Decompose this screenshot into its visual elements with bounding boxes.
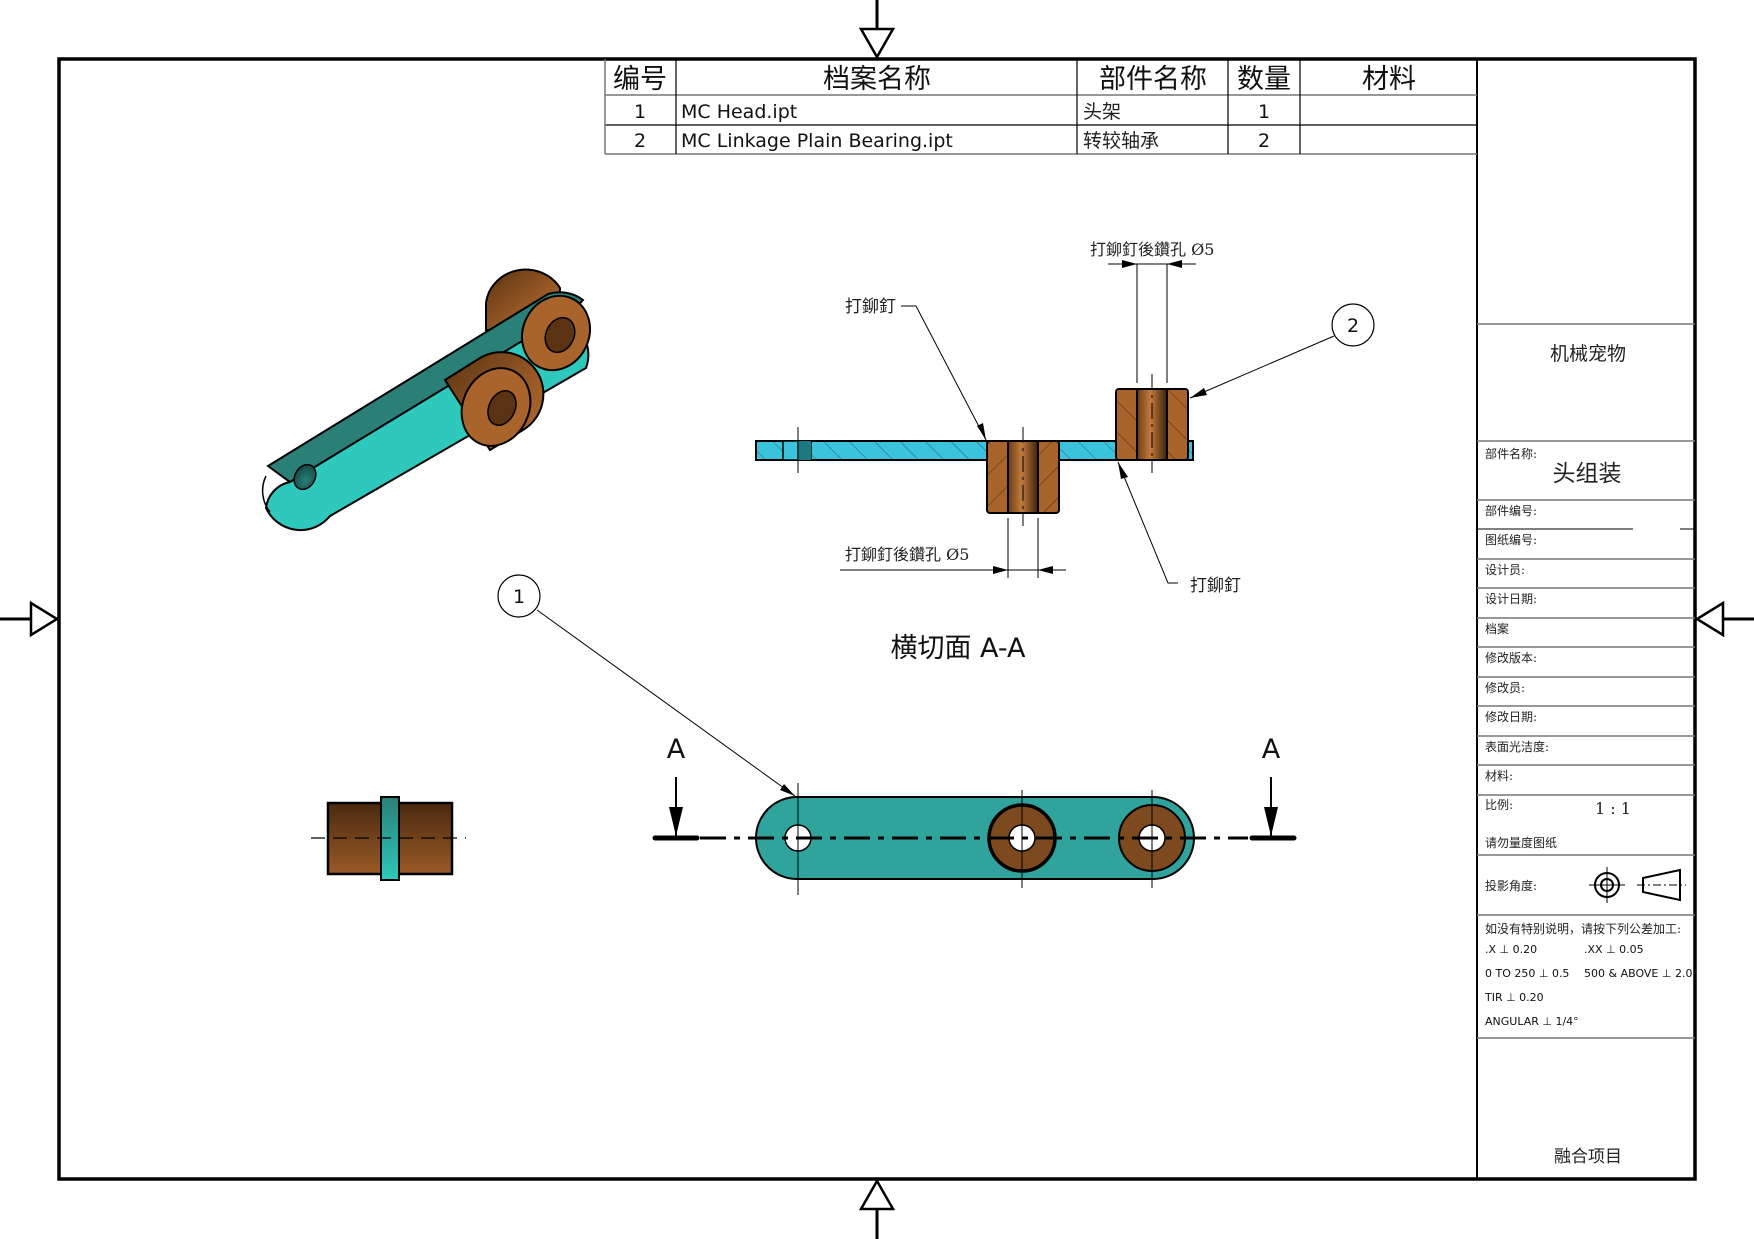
revision-date-label: 修改日期:: [1485, 709, 1537, 724]
top-center-marker: [858, 0, 896, 60]
project-name: 融合项目: [1554, 1147, 1622, 1167]
balloon-1[interactable]: 1: [497, 574, 541, 618]
bom-row1-no: 1: [634, 101, 646, 123]
projection-label: 投影角度:: [1485, 878, 1537, 893]
cut-label-right: A: [1262, 734, 1281, 765]
company-name: 机械宠物: [1550, 343, 1626, 365]
balloon-2-label: 2: [1347, 315, 1359, 337]
right-center-marker: [1694, 600, 1754, 638]
title-block: 机械宠物 部件名称: 头组装 部件编号: 图纸编号: 设计员: 设计日期: 档案…: [1477, 323, 1695, 1167]
bom-row2-qty: 2: [1258, 130, 1270, 152]
designer-label: 设计员:: [1485, 563, 1525, 577]
bom-row1-part: 头架: [1083, 101, 1121, 123]
bom-row2-file: MC Linkage Plain Bearing.ipt: [681, 130, 953, 152]
tolerance-angular: ANGULAR ⊥ 1/4°: [1485, 1015, 1579, 1028]
drawing-no-label: 图纸编号:: [1485, 532, 1537, 547]
part-name-label: 部件名称:: [1485, 446, 1537, 461]
tolerance-tir: TIR ⊥ 0.20: [1484, 991, 1544, 1004]
rivet-note-left: 打鉚釘: [845, 297, 896, 317]
bom-header-no: 编号: [613, 64, 667, 95]
material-label: 材料:: [1485, 769, 1513, 783]
side-view: [311, 796, 466, 881]
no-scale-note: 请勿量度图纸: [1485, 835, 1557, 850]
scale-value: 1 : 1: [1595, 799, 1631, 818]
part-name-value: 头组装: [1553, 461, 1622, 487]
left-center-marker: [0, 600, 60, 638]
table-row: 1 MC Head.ipt 头架 1: [634, 101, 1270, 123]
surface-finish-label: 表面光洁度:: [1485, 739, 1549, 754]
drill-note-bottom: 打鉚釘後鑽孔 Ø5: [845, 545, 969, 564]
drill-note-top: 打鉚釘後鑽孔 Ø5: [1090, 240, 1214, 259]
balloon-2[interactable]: 2: [1331, 303, 1375, 347]
section-view: 打鉚釘 打鉚釘 打鉚釘後鑽孔 Ø5 打鉚釘後鑽孔 Ø5 2 横切面 A-A: [755, 240, 1375, 664]
section-title: 横切面 A-A: [890, 633, 1026, 664]
sheet-border: [57, 57, 1697, 1181]
cut-label-left: A: [667, 734, 686, 765]
balloon-1-label: 1: [513, 586, 525, 608]
bom-header-material: 材料: [1362, 64, 1416, 95]
rivet-note-right: 打鉚釘: [1190, 576, 1241, 596]
bom-row2-no: 2: [634, 130, 646, 152]
first-angle-projection-icon: [1589, 867, 1686, 903]
file-label: 档案: [1485, 621, 1509, 636]
bom-table: 编号 档案名称 部件名称 数量 材料 1 MC Head.ipt 头架 1 2 …: [604, 59, 1478, 1179]
part-no-label: 部件编号:: [1485, 503, 1537, 518]
tolerance-xx: .XX ⊥ 0.05: [1584, 943, 1644, 956]
bom-row1-file: MC Head.ipt: [681, 101, 797, 123]
tolerance-heading: 如没有特别说明，请按下列公差加工:: [1485, 921, 1681, 936]
isometric-view: [261, 268, 591, 531]
bottom-center-marker: [858, 1178, 896, 1239]
scale-label: 比例:: [1485, 798, 1513, 812]
bom-header-file: 档案名称: [823, 64, 931, 95]
bom-header-part: 部件名称: [1099, 64, 1207, 95]
table-row: 2 MC Linkage Plain Bearing.ipt 转较轴承 2: [634, 130, 1270, 152]
bom-row2-part: 转较轴承: [1083, 130, 1159, 152]
tolerance-range-1: 0 TO 250 ⊥ 0.5: [1485, 967, 1569, 980]
reviser-label: 修改员:: [1485, 680, 1525, 695]
revision-label: 修改版本:: [1485, 650, 1537, 665]
top-view: A A 1: [497, 574, 1297, 895]
bom-header-qty: 数量: [1237, 64, 1291, 95]
bom-row1-qty: 1: [1258, 101, 1270, 123]
design-date-label: 设计日期:: [1485, 592, 1537, 606]
tolerance-x: .X ⊥ 0.20: [1485, 943, 1537, 956]
tolerance-range-2: 500 & ABOVE ⊥ 2.0: [1584, 967, 1692, 980]
